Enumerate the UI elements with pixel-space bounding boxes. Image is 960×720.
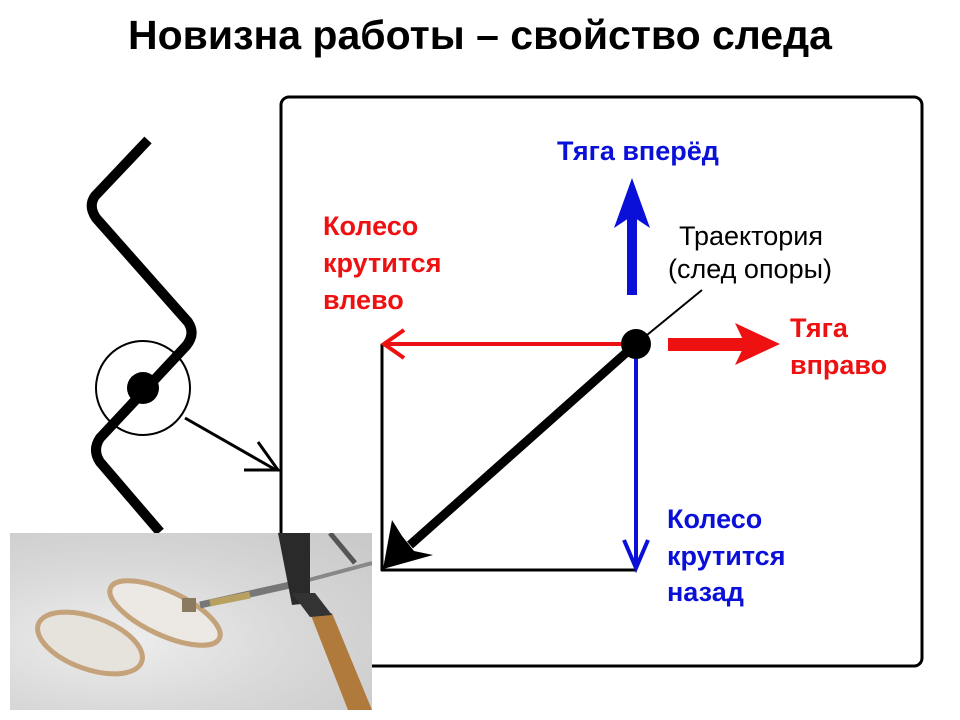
label-line: назад	[667, 577, 744, 607]
resultant-arrow	[383, 340, 639, 569]
support-point	[127, 372, 159, 404]
thrust-forward-arrow	[614, 178, 650, 295]
thrust-right-label: Тяга вправо	[790, 313, 887, 380]
label-line: Тяга	[790, 313, 849, 343]
s-curve-track	[86, 136, 197, 536]
detail-frame	[279, 95, 924, 668]
label-line: Колесо	[667, 504, 762, 534]
thrust-forward-label: Тяга вперёд	[557, 136, 719, 166]
wheel-left-label: Колесо крутится влево	[323, 211, 441, 315]
label-line: вправо	[790, 350, 887, 380]
contact-point	[621, 329, 651, 359]
label-line: крутится	[667, 541, 785, 571]
label-line: влево	[323, 285, 404, 315]
slide-title: Новизна работы – свойство следа	[128, 12, 832, 58]
zoom-arrow	[184, 416, 281, 472]
wheel-back-arrow	[622, 344, 650, 574]
thrust-right-arrow	[668, 323, 780, 365]
label-line: крутится	[323, 248, 441, 278]
label-line: (след опоры)	[668, 254, 832, 284]
wheel-left-arrow	[380, 328, 636, 360]
trajectory-label: Траектория (след опоры)	[668, 221, 832, 284]
photo-drawing	[35, 533, 372, 710]
magnifier-circle	[95, 340, 191, 436]
propeller-snow-photo	[10, 533, 372, 710]
label-line: Колесо	[323, 211, 418, 241]
wheel-back-label: Колесо крутится назад	[667, 504, 785, 607]
label-line: Траектория	[679, 221, 823, 251]
